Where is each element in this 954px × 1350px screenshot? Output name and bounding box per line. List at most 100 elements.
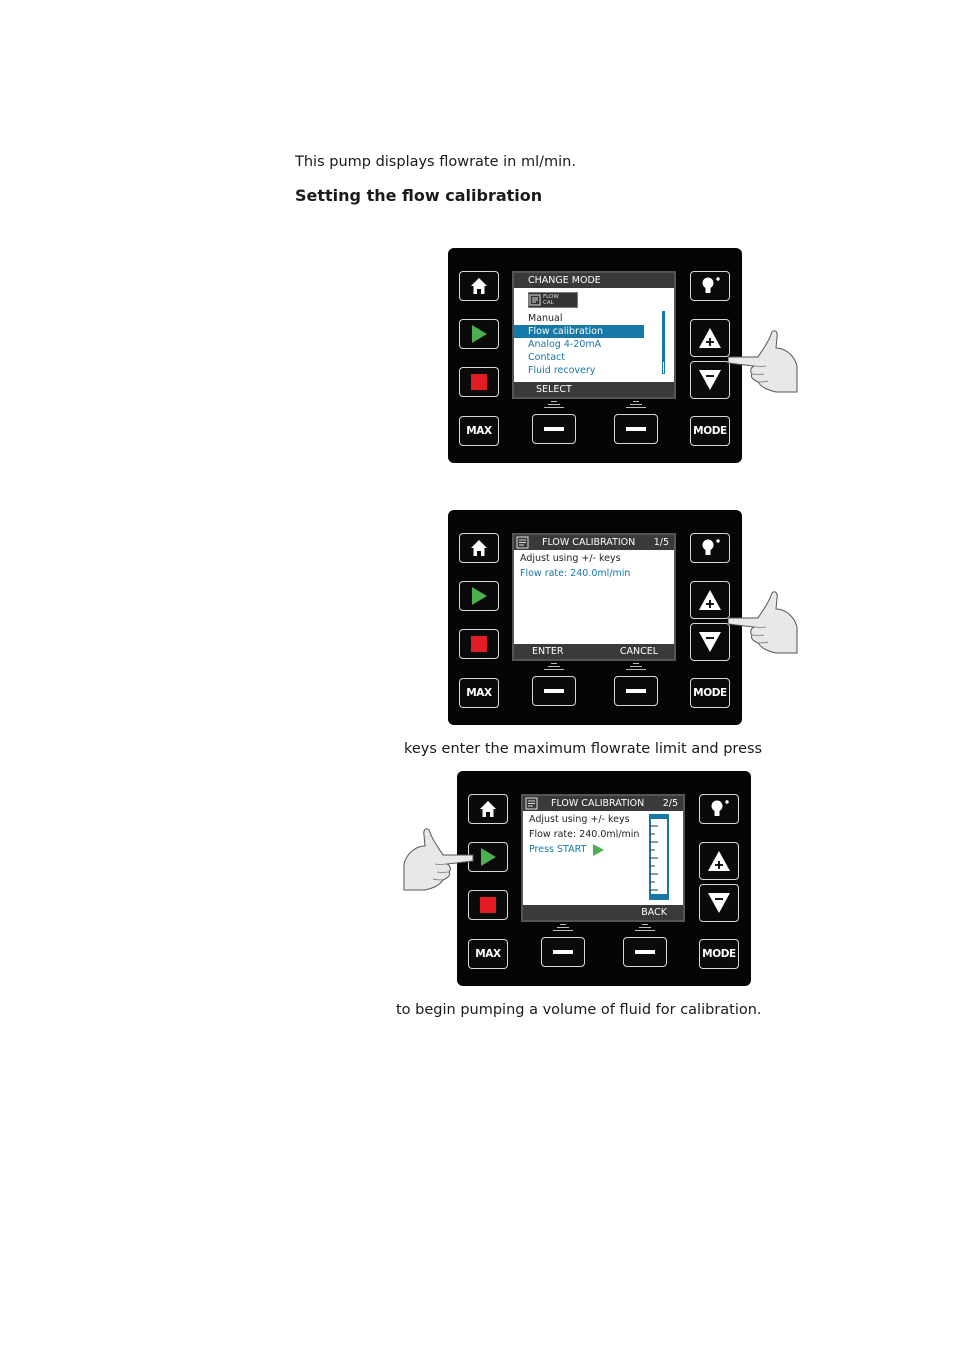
menu-icon	[529, 294, 541, 306]
info-button[interactable]	[699, 794, 739, 824]
section-heading: Setting the flow calibration	[295, 186, 543, 205]
start-button[interactable]	[468, 842, 508, 872]
mode-label: MODE	[702, 948, 736, 960]
softkey-left-button[interactable]	[532, 676, 576, 706]
start-button[interactable]	[459, 581, 499, 611]
stop-icon	[471, 374, 487, 390]
stop-icon	[471, 636, 487, 652]
mode-button[interactable]: MODE	[690, 416, 730, 446]
plus-icon	[699, 328, 721, 348]
display-screen-3: FLOW CALIBRATION 2/5 Adjust using +/- ke…	[521, 794, 685, 922]
start-button[interactable]	[459, 319, 499, 349]
press-start-line: Press START	[523, 841, 683, 858]
softkey-right-button[interactable]	[614, 676, 658, 706]
minus-arrow-icon	[708, 893, 730, 913]
home-button[interactable]	[459, 271, 499, 301]
softkey-indicator-left	[553, 924, 573, 933]
menu-item-contact[interactable]: Contact	[528, 352, 565, 363]
softkey-indicator-left	[544, 401, 564, 410]
scrollbar-thumb[interactable]	[663, 312, 664, 362]
minus-arrow-icon	[699, 370, 721, 390]
display-screen-2: FLOW CALIBRATION 1/5 Adjust using +/- ke…	[512, 533, 676, 661]
up-plus-button[interactable]	[699, 842, 739, 880]
softkey-indicator-right	[635, 924, 655, 933]
bulb-icon	[711, 800, 729, 816]
press-start-text: Press START	[529, 844, 587, 855]
footer-enter: ENTER	[532, 646, 564, 657]
menu-item-analog[interactable]: Analog 4-20mA	[528, 339, 602, 350]
softkey-left-button[interactable]	[541, 937, 585, 967]
play-icon	[481, 848, 496, 866]
caption-2: keys enter the maximum flowrate limit an…	[404, 741, 763, 757]
flow-rate-line: Flow rate: 240.0ml/min	[520, 568, 631, 579]
max-button[interactable]: MAX	[468, 939, 508, 969]
screen-footer: BACK	[523, 905, 683, 920]
softkey-right-button[interactable]	[614, 414, 658, 444]
down-minus-button[interactable]	[699, 884, 739, 922]
info-button[interactable]	[690, 271, 730, 301]
max-button[interactable]: MAX	[459, 678, 499, 708]
bulb-icon	[702, 539, 720, 555]
up-plus-button[interactable]	[690, 319, 730, 357]
softkey-right-button[interactable]	[623, 937, 667, 967]
softkey-indicator-left	[544, 663, 564, 672]
intro-text: This pump displays flowrate in ml/min.	[295, 154, 576, 170]
home-icon	[480, 801, 496, 817]
screen-title: CHANGE MODE	[514, 273, 674, 288]
scrollbar[interactable]	[662, 311, 665, 374]
minus-bar-icon	[626, 689, 646, 693]
pointing-hand-icon	[728, 591, 798, 654]
pump-keypad-1: MAX MODE CHANGE MODE FLOW CAL Manual Flo…	[448, 248, 742, 463]
stop-button[interactable]	[468, 890, 508, 920]
plus-icon	[708, 851, 730, 871]
pump-keypad-3: MAX MODE FLOW CALIBRATION 2/5 Adjust usi…	[457, 771, 751, 986]
max-label: MAX	[466, 687, 492, 699]
screen-footer: ENTER CANCEL	[514, 644, 674, 659]
down-minus-button[interactable]	[690, 361, 730, 399]
minus-arrow-icon	[699, 632, 721, 652]
stop-button[interactable]	[459, 629, 499, 659]
screen-step: 1/5	[653, 537, 669, 548]
mode-button[interactable]: MODE	[690, 678, 730, 708]
menu-icon	[516, 536, 529, 549]
instruction-line: Adjust using +/- keys	[529, 814, 630, 825]
screen-step: 2/5	[662, 798, 678, 809]
softkey-left-button[interactable]	[532, 414, 576, 444]
pointing-hand-icon	[728, 330, 798, 393]
play-icon	[593, 843, 605, 856]
stop-button[interactable]	[459, 367, 499, 397]
badge-label: FLOW CAL	[543, 294, 559, 306]
home-icon	[471, 278, 487, 294]
play-icon	[472, 325, 487, 343]
menu-item-flow-calibration[interactable]: Flow calibration	[514, 325, 644, 338]
plus-icon	[699, 590, 721, 610]
pointing-hand-left-icon	[403, 828, 474, 891]
volume-gauge-icon	[649, 814, 669, 900]
max-label: MAX	[466, 425, 492, 437]
mode-label: MODE	[693, 687, 727, 699]
screen-title: FLOW CALIBRATION	[551, 798, 645, 809]
menu-item-manual[interactable]: Manual	[528, 313, 563, 324]
menu-icon	[525, 797, 538, 810]
screen-title-bar: FLOW CALIBRATION 1/5	[514, 535, 674, 550]
minus-bar-icon	[544, 427, 564, 431]
max-button[interactable]: MAX	[459, 416, 499, 446]
instruction-line: Adjust using +/- keys	[520, 553, 621, 564]
softkey-indicator-right	[626, 663, 646, 672]
menu-item-fluid-recovery[interactable]: Fluid recovery	[528, 365, 596, 376]
max-label: MAX	[475, 948, 501, 960]
screen-footer-select: SELECT	[514, 382, 674, 397]
info-button[interactable]	[690, 533, 730, 563]
screen-title: FLOW CALIBRATION	[542, 537, 636, 548]
down-minus-button[interactable]	[690, 623, 730, 661]
home-button[interactable]	[468, 794, 508, 824]
pump-keypad-2: MAX MODE FLOW CALIBRATION 1/5 Adjust usi…	[448, 510, 742, 725]
mode-button[interactable]: MODE	[699, 939, 739, 969]
bulb-icon	[702, 277, 720, 293]
mode-label: MODE	[693, 425, 727, 437]
up-plus-button[interactable]	[690, 581, 730, 619]
home-button[interactable]	[459, 533, 499, 563]
screen-title-bar: FLOW CALIBRATION 2/5	[523, 796, 683, 811]
home-icon	[471, 540, 487, 556]
minus-bar-icon	[553, 950, 573, 954]
